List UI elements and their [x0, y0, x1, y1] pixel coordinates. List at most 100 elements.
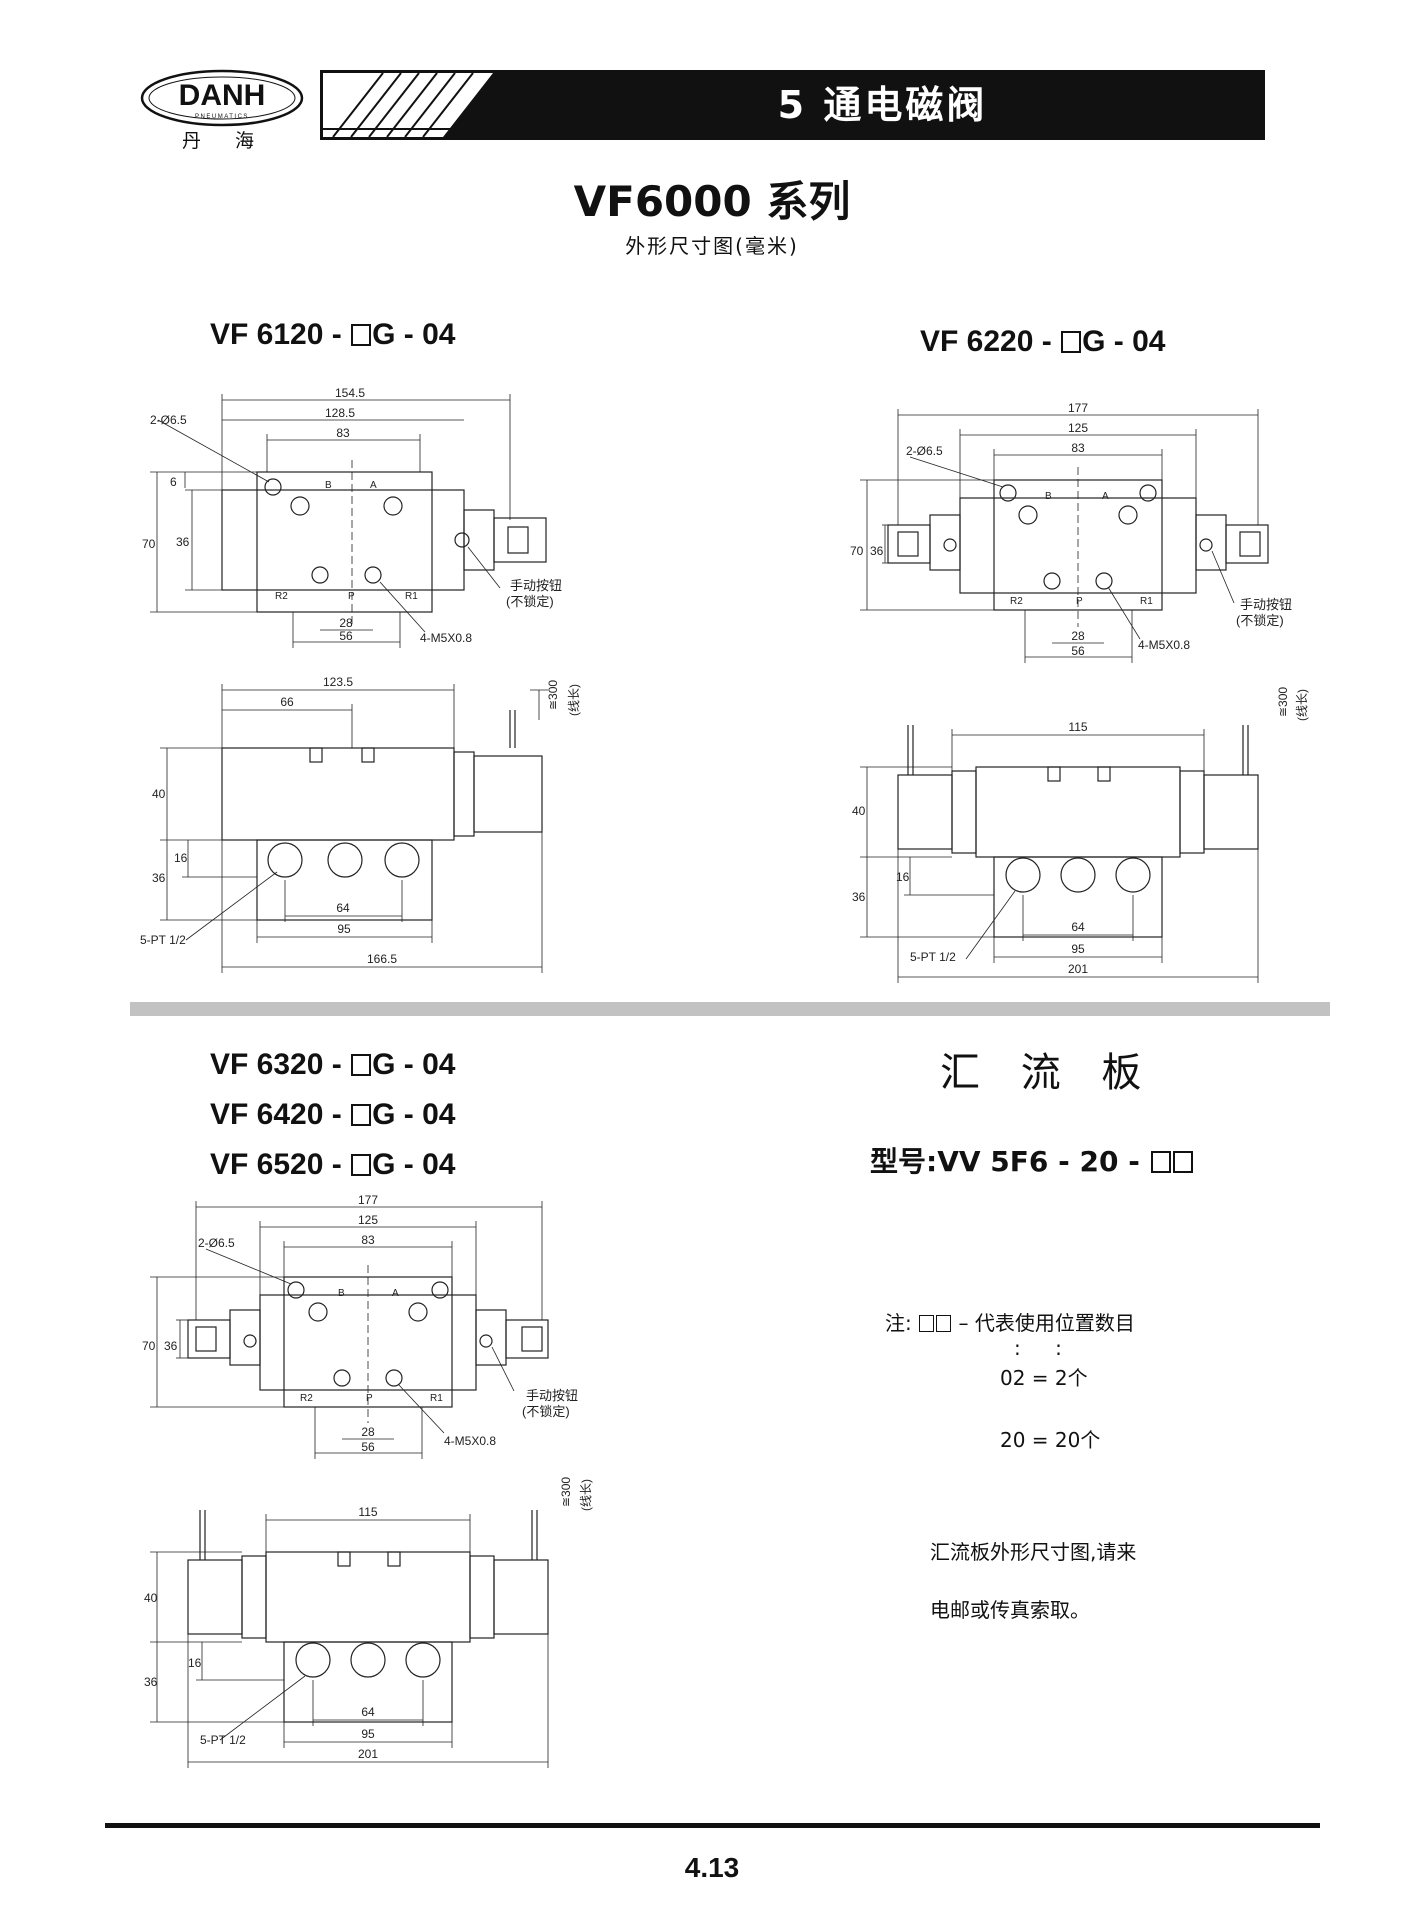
front-view: [187, 1510, 549, 1723]
dim-56: 56: [339, 629, 353, 643]
front-total: 201: [1068, 962, 1088, 976]
model-label-6120: VF 6120 - G - 04: [210, 318, 456, 351]
placeholder-box: [919, 1315, 935, 1332]
note-colons: : :: [1014, 1336, 1076, 1360]
screw-label: 4-M5X0.8: [1138, 638, 1190, 652]
front-h2: 36: [152, 871, 166, 885]
front-h1: 40: [144, 1591, 158, 1605]
hole-label: 2-Ø6.5: [906, 444, 943, 458]
danh-logo: DANH PNEUMATICS: [140, 68, 305, 148]
port-r1-label: R1: [405, 591, 418, 602]
dim-56: 56: [1071, 644, 1085, 658]
page-subtitle: 外形尺寸图(毫米): [625, 234, 799, 258]
port-a-label: A: [1102, 491, 1109, 502]
port-p-label: P: [366, 1393, 373, 1404]
top-view: [221, 460, 547, 625]
logo-text: DANH: [179, 79, 266, 112]
front-95: 95: [337, 922, 351, 936]
front-h1: 40: [152, 787, 166, 801]
dim-inner-height: 36: [176, 535, 190, 549]
manual-button-label: 手动按钮: [510, 578, 562, 593]
dim-56: 56: [361, 1440, 375, 1454]
wire-unit: (线长): [1295, 689, 1309, 721]
top-view: [887, 467, 1269, 627]
dim-inner-height: 36: [164, 1339, 178, 1353]
note-example-20: 20 = 20个: [1000, 1428, 1101, 1452]
wire-unit: (线长): [567, 684, 581, 716]
dim-overall: 154.5: [335, 386, 365, 400]
dim-center: 83: [361, 1233, 375, 1247]
port-r2-label: R2: [275, 591, 288, 602]
dim-overall: 177: [358, 1193, 378, 1207]
manual-button-note: (不锁定): [1236, 613, 1284, 628]
manual-button-label: 手动按钮: [526, 1388, 578, 1403]
drawing-vf6320: B A R2 P R1 177 125 83 2-Ø6.5 70 36 28 5…: [142, 1193, 593, 1768]
drawing-vf6120: B A R2 P R1 154.5 128.5 83 2-Ø6.5 6 70 3…: [140, 386, 581, 973]
placeholder-box: [351, 1054, 372, 1076]
placeholder-box: [1150, 1151, 1171, 1173]
front-95: 95: [361, 1727, 375, 1741]
screw-label: 4-M5X0.8: [420, 631, 472, 645]
dim-height: 70: [850, 544, 864, 558]
dim-center: 83: [1071, 441, 1085, 455]
dim-overall: 177: [1068, 401, 1088, 415]
placeholder-box: [1172, 1151, 1193, 1173]
dim-top-gap: 6: [170, 475, 177, 489]
wire-length: ≅300: [1276, 687, 1290, 717]
placeholder-box: [351, 324, 372, 346]
front-total: 166.5: [367, 952, 397, 966]
pt-label: 5-PT 1/2: [200, 1733, 246, 1747]
front-h1: 40: [852, 804, 866, 818]
front-64: 64: [361, 1705, 375, 1719]
model-label-6420: VF 6420 - G - 04: [210, 1098, 456, 1131]
logo-subtext: PNEUMATICS: [195, 114, 249, 120]
front-h3: 16: [896, 870, 910, 884]
wire-length: ≅300: [559, 1477, 573, 1507]
placeholder-box: [1061, 331, 1082, 353]
note-example-02: 02 = 2个: [1000, 1366, 1088, 1390]
front-64: 64: [336, 901, 350, 915]
wire-length: ≅300: [546, 680, 560, 710]
header-banner: 5 通电磁阀: [320, 70, 1265, 140]
dim-center: 83: [336, 426, 350, 440]
placeholder-box: [936, 1315, 952, 1332]
logo-chinese-name: 丹 海: [181, 130, 269, 152]
dim-height: 70: [142, 537, 156, 551]
series-title: VF6000 系列: [573, 177, 851, 226]
port-b-label: B: [338, 1288, 345, 1299]
front-length: 115: [358, 1505, 377, 1519]
manual-button-note: (不锁定): [522, 1404, 570, 1419]
model-label-6520: VF 6520 - G - 04: [210, 1148, 456, 1181]
placeholder-box: [351, 1154, 372, 1176]
front-95: 95: [1071, 942, 1085, 956]
top-view: [187, 1265, 549, 1423]
dim-28: 28: [1071, 629, 1085, 643]
port-a-label: A: [392, 1288, 399, 1299]
front-h3: 16: [188, 1656, 202, 1670]
dim-mid: 128.5: [325, 406, 355, 420]
front-length: 123.5: [323, 675, 353, 689]
front-64: 64: [1071, 920, 1085, 934]
port-r1-label: R1: [430, 1393, 443, 1404]
footer-rule: [105, 1823, 1320, 1828]
hole-label: 2-Ø6.5: [198, 1236, 235, 1250]
front-length: 115: [1068, 720, 1087, 734]
port-r2-label: R2: [300, 1393, 313, 1404]
pt-label: 5-PT 1/2: [910, 950, 956, 964]
manifold-model: 型号:VV 5F6 - 20 -: [870, 1140, 1194, 1180]
port-p-label: P: [348, 591, 355, 602]
front-total: 201: [358, 1747, 378, 1761]
front-view: [897, 725, 1259, 938]
port-r2-label: R2: [1010, 596, 1023, 607]
banner-title: 5 通电磁阀: [777, 83, 988, 127]
dim-mid: 125: [358, 1213, 378, 1227]
hole-label: 2-Ø6.5: [150, 413, 187, 427]
manifold-note: 注: – 代表使用位置数目: [885, 1311, 1135, 1335]
page-number: 4.13: [684, 1852, 740, 1883]
dim-height: 70: [142, 1339, 156, 1353]
dim-inner-height: 36: [870, 544, 884, 558]
manual-button-note: (不锁定): [506, 594, 554, 609]
placeholder-box: [351, 1104, 372, 1126]
port-b-label: B: [1045, 491, 1052, 502]
wire-unit: (线长): [579, 1479, 593, 1511]
